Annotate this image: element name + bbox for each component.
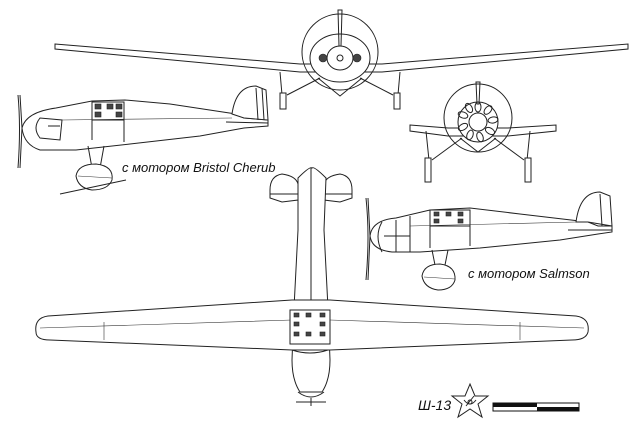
front-view-salmson xyxy=(409,81,557,183)
aircraft-designation: Ш-13 xyxy=(418,397,452,413)
engine-cylinder-left xyxy=(318,53,328,63)
tail-fin-salmson xyxy=(575,191,613,227)
propeller-side xyxy=(17,94,20,169)
top-view xyxy=(35,167,589,406)
wheel-fairing-salmson xyxy=(421,263,456,291)
soviet-star-icon xyxy=(450,382,490,419)
front-view-bristol xyxy=(54,9,629,110)
caption-bristol-cherub: с мотором Bristol Cherub xyxy=(122,160,276,175)
caption-salmson: с мотором Salmson xyxy=(468,266,590,281)
engine-cylinder-right xyxy=(352,53,362,63)
propeller-side-salmson xyxy=(365,197,369,281)
propeller-blade xyxy=(337,9,343,47)
side-view-bristol xyxy=(17,85,269,195)
radial-engine-cylinders xyxy=(457,101,499,143)
propeller-disc xyxy=(301,13,379,91)
side-view-salmson xyxy=(365,191,613,291)
scale-bar xyxy=(492,402,580,412)
tail-fin-bristol xyxy=(231,85,269,121)
